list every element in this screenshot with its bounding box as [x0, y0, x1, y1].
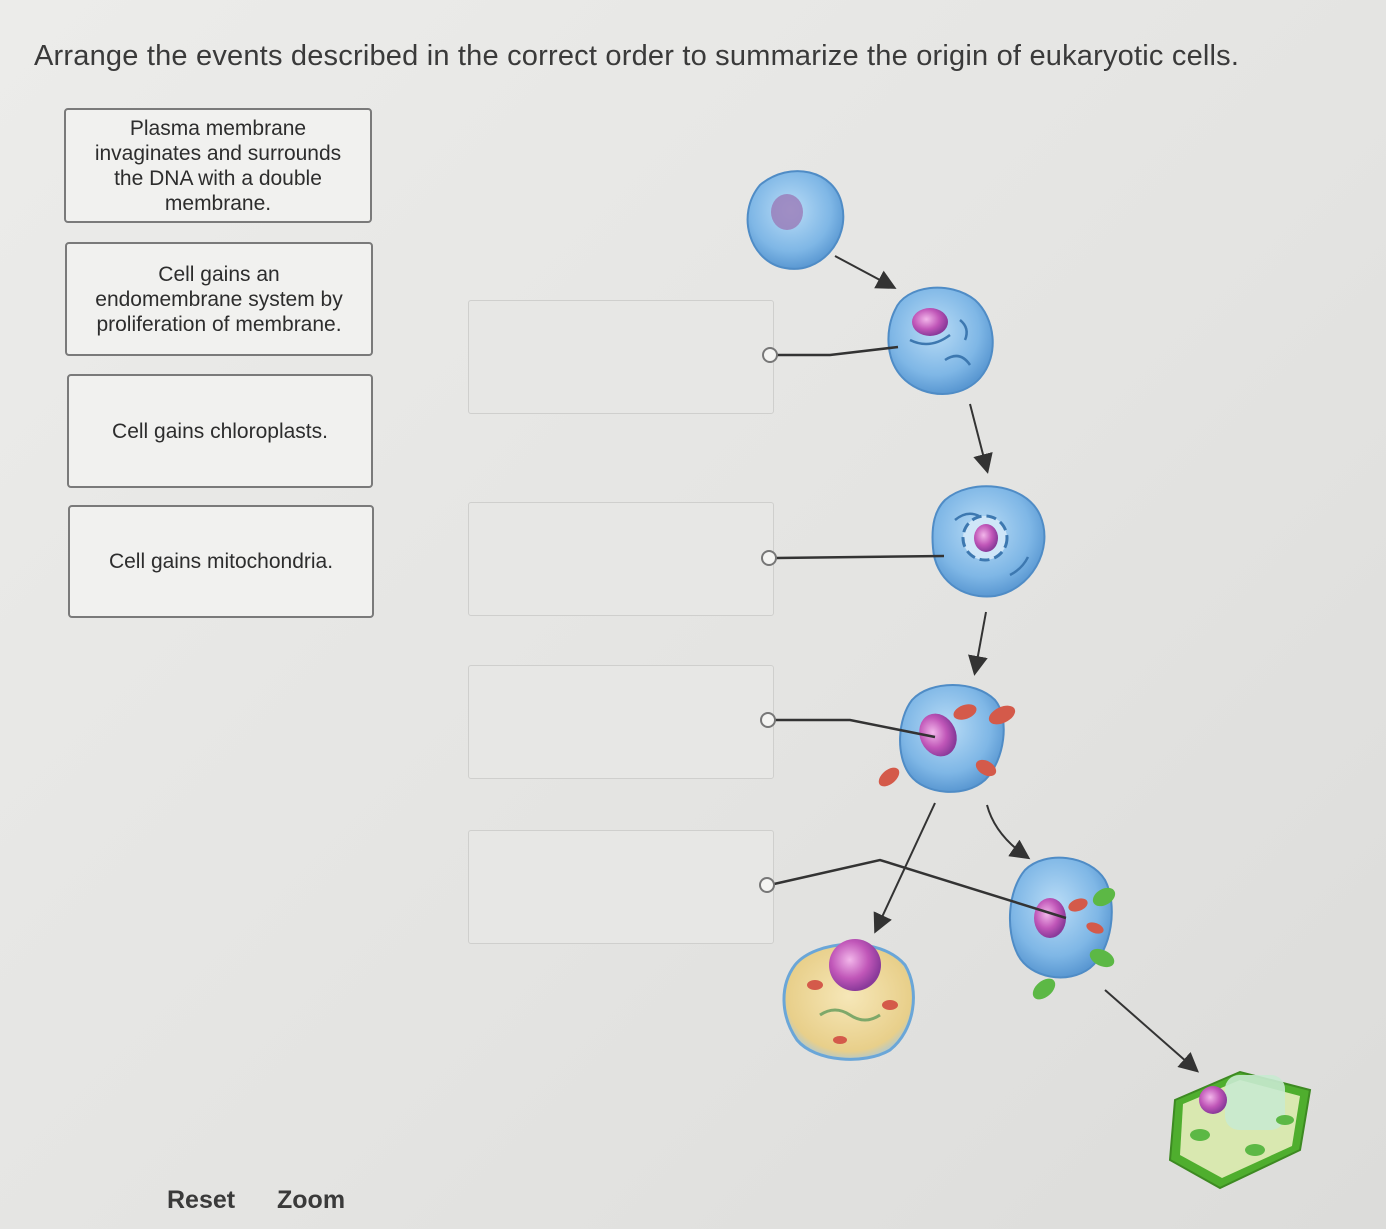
nucleated-cell-icon	[931, 485, 1046, 598]
ancestral-cell-icon	[746, 170, 845, 270]
question-text: Arrange the events described in the corr…	[34, 40, 1240, 72]
mitochondria-uptake-cell-icon	[878, 684, 1016, 793]
drop-slot-3[interactable]	[468, 665, 774, 779]
zoom-button[interactable]: Zoom	[277, 1186, 346, 1214]
slot-connector-dot	[759, 877, 775, 893]
flow-arrow	[834, 255, 897, 289]
slot-connector-dot	[762, 347, 778, 363]
flow-arrow	[986, 804, 1031, 860]
chloroplast-uptake-cell-icon	[1008, 856, 1116, 1000]
slot-connector-line	[776, 345, 899, 357]
answer-card-chloroplasts[interactable]: Cell gains chloroplasts.	[67, 374, 373, 488]
answer-card-membrane-invagination[interactable]: Plasma membrane invaginates and surround…	[64, 108, 372, 223]
flow-arrow	[1104, 989, 1200, 1073]
slot-connector-line	[775, 554, 945, 560]
infolding-cell-icon	[887, 286, 994, 395]
reset-button[interactable]: Reset	[167, 1186, 236, 1214]
flow-arrow	[969, 403, 993, 474]
answer-card-label: Cell gains chloroplasts.	[112, 419, 328, 443]
answer-card-label: Cell gains mitochondria.	[108, 550, 334, 573]
answer-card-endomembrane[interactable]: Cell gains an endomembrane system by pro…	[65, 242, 373, 356]
flow-arrow	[968, 611, 988, 676]
answer-card-mitochondria[interactable]: Cell gains mitochondria.	[68, 505, 374, 618]
slot-connector-dot	[760, 712, 776, 728]
answer-card-label: Plasma membrane invaginates and surround…	[94, 116, 342, 215]
drop-slot-2[interactable]	[468, 502, 774, 616]
animal-cell-icon	[782, 939, 915, 1061]
slot-connector-dot	[761, 550, 777, 566]
slot-connector-line	[773, 858, 1067, 920]
slot-connector-line	[774, 718, 936, 739]
drop-slot-4[interactable]	[468, 830, 774, 944]
flow-arrow	[873, 802, 936, 934]
plant-cell-icon	[1168, 1070, 1312, 1190]
answer-card-label: Cell gains an endomembrane system by pro…	[95, 262, 343, 336]
